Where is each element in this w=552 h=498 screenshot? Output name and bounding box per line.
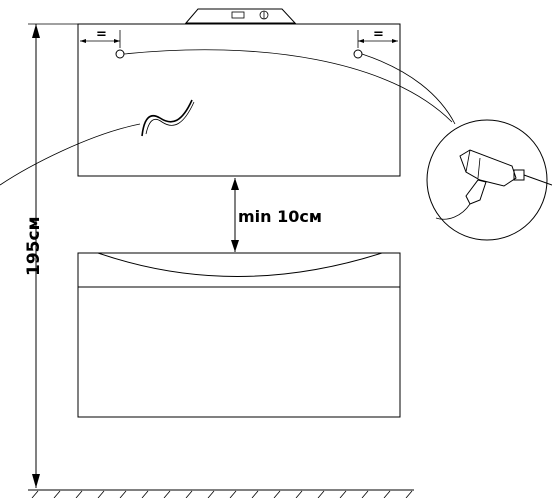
height-label: 195см [24,217,44,276]
floor-hatch-mark [185,490,193,498]
mounting-bracket-icon [184,8,297,24]
floor-hatch-mark [141,490,149,498]
floor-hatch-mark [207,490,215,498]
floor-hatch-mark [383,490,391,498]
floor-hatch-mark [295,490,303,498]
floor-hatch-mark [97,490,105,498]
left-equal-sign: = [96,27,107,42]
floor-hatch-mark [163,490,171,498]
right-equal-sign: = [373,27,384,42]
gap-label: min 10см [238,207,322,226]
right-screw-hole [353,49,363,59]
floor-hatch-mark [317,490,325,498]
floor-hatch-mark [119,490,127,498]
left-offset-marker: = [80,27,121,48]
floor-line [28,489,414,498]
power-cable [141,99,193,137]
drill-icon [435,149,552,220]
floor-hatch-mark [361,490,369,498]
floor-hatch-mark [31,490,39,498]
left-screw-hole [115,49,125,59]
floor-hatch-mark [273,490,281,498]
right-offset-marker: = [357,27,398,48]
lower-unit [77,252,401,418]
floor-hatch-mark [229,490,237,498]
floor-hatch-mark [405,490,413,498]
floor-hatch-mark [339,490,347,498]
floor-hatch-mark [251,490,259,498]
drill-detail [426,119,552,241]
gap-dimension: min 10см [231,178,322,252]
upper-unit: = = [77,8,401,177]
height-dimension: 195см [24,23,78,488]
leader-lines [0,49,456,186]
floor-hatch-mark [75,490,83,498]
floor-hatch-mark [53,490,61,498]
